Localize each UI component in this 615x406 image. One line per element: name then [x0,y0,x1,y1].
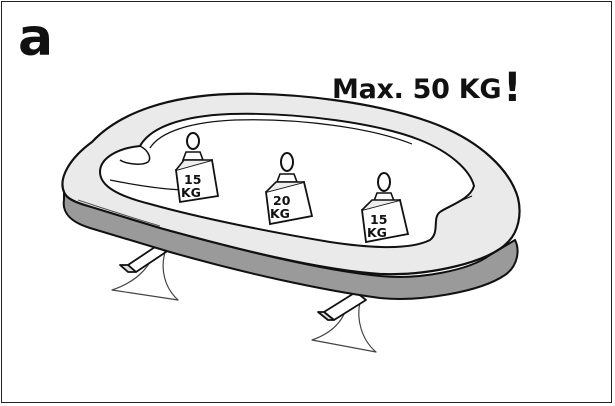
weight-label-unit: KG [270,206,290,221]
max-load-text: Max. 50 KG [332,74,502,105]
weight-label-unit: KG [367,225,387,240]
weight-label-unit: KG [181,185,201,200]
roof-bar-front-left [111,244,179,301]
weight-label-value: 15 [370,212,387,227]
weight-label-value: 15 [184,172,201,187]
weight-label-value: 20 [273,193,291,208]
weight-15kg-left: 15 KG [175,132,220,204]
weight-20kg-middle: 20 KG [265,152,314,226]
step-letter: a [18,8,54,68]
exclamation-mark: ! [503,65,522,111]
weight-15kg-right: 15 KG [361,172,410,244]
roof-bar-rear [311,291,377,353]
max-load-warning: Max. 50 KG! [332,62,522,111]
